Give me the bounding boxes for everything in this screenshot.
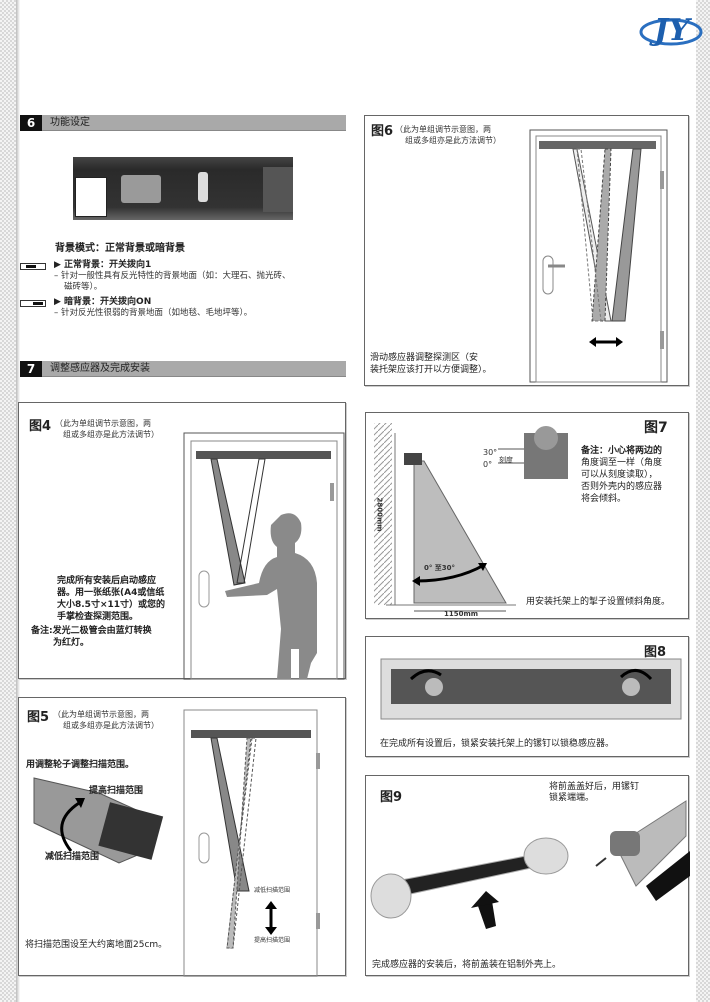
section-7-header: 7 调整感应器及完成安装 [20,361,346,377]
figure-remark: 可以从刻度读取）， [581,470,658,480]
small-lower-label: 减低扫描范围 [254,887,291,894]
front-cover-installation-photo [370,800,690,929]
figure-remark: 备注:发光二极管会由蓝灯转换 [31,626,152,636]
figure-5-panel: 图5 （此为单组调节示意图，两 组或多组亦是此方法调节） 用调整轮子调整扫描范围… [18,697,346,977]
figure-remark: 备注：小心将两边的 [581,446,663,456]
deg-30-label: 30° [483,448,498,457]
page-border-right [696,0,710,1002]
lower-scan-range-label: 减低扫描范围 [45,852,100,862]
figure-remark: 角度调至一样（角度 [581,458,663,468]
normal-background-desc: – 针对一般性具有反光特性的背景地面（如：大理石、抛光砖、 [54,271,291,281]
figure-text: 装托架应该打开以方便调整）。 [370,365,492,375]
section-number: 6 [20,115,42,131]
dark-background-desc: – 针对反光性很弱的背景地面（如地毯、毛地坪等）。 [54,308,253,318]
figure-note: （此为单组调节示意图，两 [53,710,149,719]
figure-bottom-text: 将扫描范围设至大约离地面25cm。 [25,940,168,950]
section-6-header: 6 功能设定 [20,115,346,131]
figure-9-panel: 图9 将前盖盖好后，用镙钉 锁紧端端。 完成感应器的安装后，将前盖装在铝制外壳上… [365,775,690,976]
person-hand-test-diagram [183,432,345,680]
figure-text: 在完成所有设置后，锁紧安装托架上的镙钉以锁稳感应器。 [380,739,615,749]
figure-remark: 为红灯。 [53,638,90,648]
height-dimension: 2800mm [375,497,384,532]
figure-note: 将前盖盖好后，用镙钉 [549,782,640,792]
double-arrow-icon [589,337,623,347]
background-mode-heading: 背景模式：正常背景或暗背景 [55,243,185,254]
normal-background-label: ▶ 正常背景：开关拨向1 [54,260,152,270]
figure-label: 图7 [644,420,668,436]
figure-note: 组或多组亦是此方法调节） [63,721,159,730]
figure-text: 用调整轮子调整扫描范围。 [26,760,135,770]
figure-note: 组或多组亦是此方法调节） [405,136,501,145]
scale-label: 刻度 [499,456,513,464]
figure-label: 图4 [29,419,52,434]
figure-note: 组或多组亦是此方法调节） [63,430,159,439]
angle-label: 0° 至30° [424,564,456,572]
figure-8-panel: 图8 在完成所有设置后，锁紧安装托架上的镙钉以锁稳感应器。 [365,636,689,757]
figure-note: 锁紧端端。 [549,793,595,803]
svg-text:JY: JY [649,13,692,48]
width-dimension: 1150mm [444,610,479,618]
section-title: 功能设定 [50,117,90,128]
figure-label: 图8 [644,645,667,660]
normal-background-desc: 磁砖等）。 [64,282,103,292]
figure-text: 大小8.5寸×11寸）或您的 [57,600,166,610]
sensor-switch-photo [73,157,293,220]
figure-text: 滑动感应器调整探测区（安 [370,353,479,363]
small-raise-label: 提高扫描范围 [254,937,291,944]
figure-note: （此为单组调节示意图，两 [395,125,491,134]
section-number: 7 [20,361,42,377]
raise-scan-range-label: 提高扫描范围 [89,786,144,796]
figure-remark: 将会倾斜。 [581,494,627,504]
figure-text: 器。用一张纸张(A4或信纸 [57,588,165,598]
logo: JY [638,2,704,56]
section-title: 调整感应器及完成安装 [50,363,150,374]
page-border-left [0,0,16,1002]
figure-text: 完成感应器的安装后，将前盖装在铝制外壳上。 [372,960,562,970]
figure-4-panel: 图4 （此为单组调节示意图，两 组或多组亦是此方法调节） 完成所有安装后启动感应… [18,402,346,680]
tilt-angle-diagram [374,423,568,612]
switch-dark-icon [20,300,46,307]
adjustment-wheel-diagram [33,709,320,977]
figure-label: 图6 [371,124,394,139]
vertical-double-arrow-icon [265,901,277,935]
figure-7-panel: 图7 30° 0° 刻度 备注：小心将两边的 角度调至一样（角度 可以从刻度读取… [365,412,689,619]
deg-0-label: 0° [483,460,493,469]
figure-text: 用安装托架上的掣子设置倾斜角度。 [526,597,671,607]
figure-label: 图5 [27,710,50,725]
figure-note: （此为单组调节示意图，两 [55,419,151,428]
door-sensor-beam-diagram [529,129,668,383]
figure-6-panel: 图6 （此为单组调节示意图，两 组或多组亦是此方法调节） 滑动感应器调整探测区（… [364,115,689,386]
figure-label: 图9 [380,790,403,805]
switch-normal-icon [20,263,46,270]
logo-icon: JY [639,13,703,48]
figure-remark: 否则外壳内的感应器 [581,482,663,492]
figure-text: 完成所有安装后启动感应 [57,576,157,586]
figure-text: 手掌检查探测范围。 [57,612,139,622]
sensor-bracket-screws-photo [380,658,682,720]
dark-background-label: ▶ 暗背景：开关拨向ON [54,297,152,307]
